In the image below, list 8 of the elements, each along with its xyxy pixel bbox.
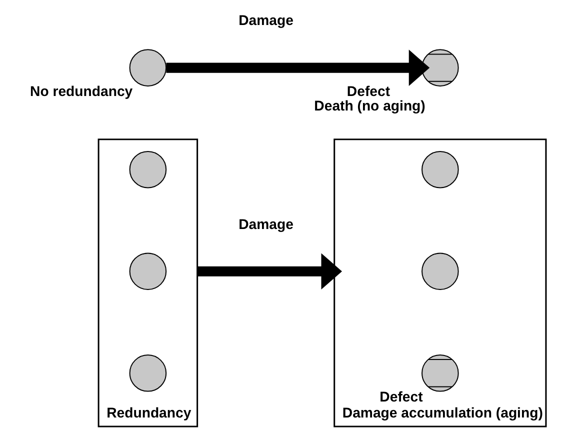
edge-label: Damage xyxy=(238,216,293,232)
node-label: Defect xyxy=(379,388,422,405)
node-label: Defect xyxy=(346,83,390,100)
node-label: Redundancy xyxy=(106,404,191,421)
node-label: Damage accumulation (aging) xyxy=(342,404,542,421)
edge-label: Damage xyxy=(238,12,293,28)
node-label: No redundancy xyxy=(30,83,132,100)
node-label: Death (no aging) xyxy=(314,97,425,114)
